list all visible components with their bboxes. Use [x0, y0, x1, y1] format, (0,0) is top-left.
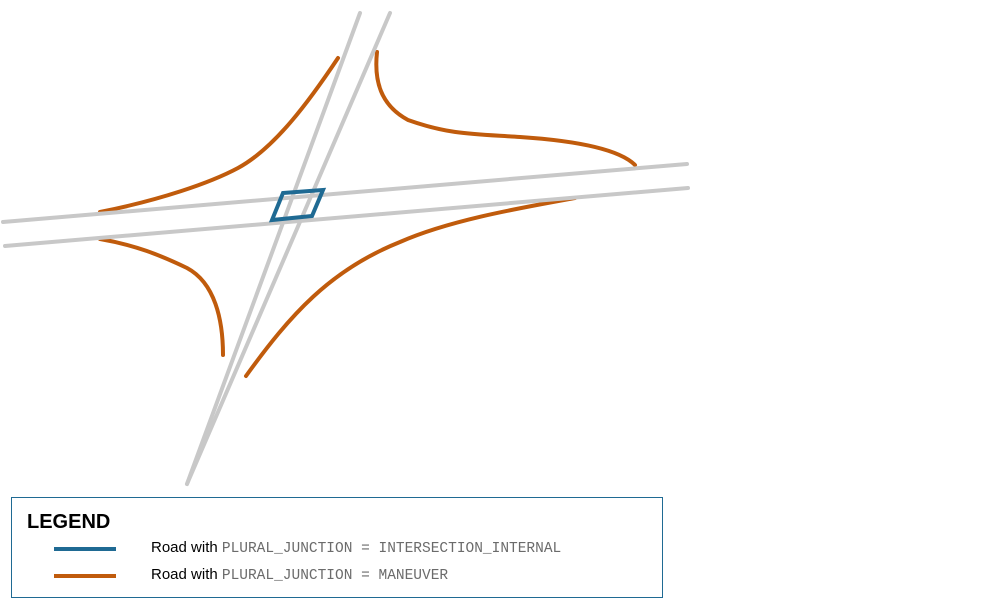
maneuver-road-northeast	[374, 50, 637, 167]
maneuver-road-southeast	[244, 196, 577, 378]
maneuver-road-southwest	[98, 237, 225, 357]
road-east-west-upper	[1, 162, 689, 224]
legend-item-maneuver: Road with PLURAL_JUNCTION = MANEUVER	[12, 565, 662, 585]
legend-item-label: Road with PLURAL_JUNCTION = INTERSECTION…	[151, 539, 561, 557]
road-east-west-lower	[3, 186, 690, 248]
intersection-internal-road	[268, 187, 327, 223]
maneuver-road-northwest	[98, 56, 340, 214]
legend-swatch-maneuver	[54, 574, 116, 578]
legend-item-prefix: Road with	[151, 566, 218, 583]
maneuver-roads	[98, 50, 637, 378]
legend-item-label: Road with PLURAL_JUNCTION = MANEUVER	[151, 566, 448, 584]
legend-item-intersection-internal: Road with PLURAL_JUNCTION = INTERSECTION…	[12, 538, 662, 558]
legend-swatch-intersection-internal	[54, 547, 116, 551]
road-north-south-right	[185, 11, 392, 486]
legend-item-code: PLURAL_JUNCTION = INTERSECTION_INTERNAL	[221, 541, 562, 557]
road-north-south-left	[185, 11, 362, 486]
legend-box: LEGEND Road with PLURAL_JUNCTION = INTER…	[11, 497, 663, 598]
legend-item-prefix: Road with	[151, 539, 218, 556]
legend-title: LEGEND	[27, 511, 111, 533]
legend-item-code: PLURAL_JUNCTION = MANEUVER	[221, 568, 449, 584]
main-roads	[1, 11, 690, 486]
